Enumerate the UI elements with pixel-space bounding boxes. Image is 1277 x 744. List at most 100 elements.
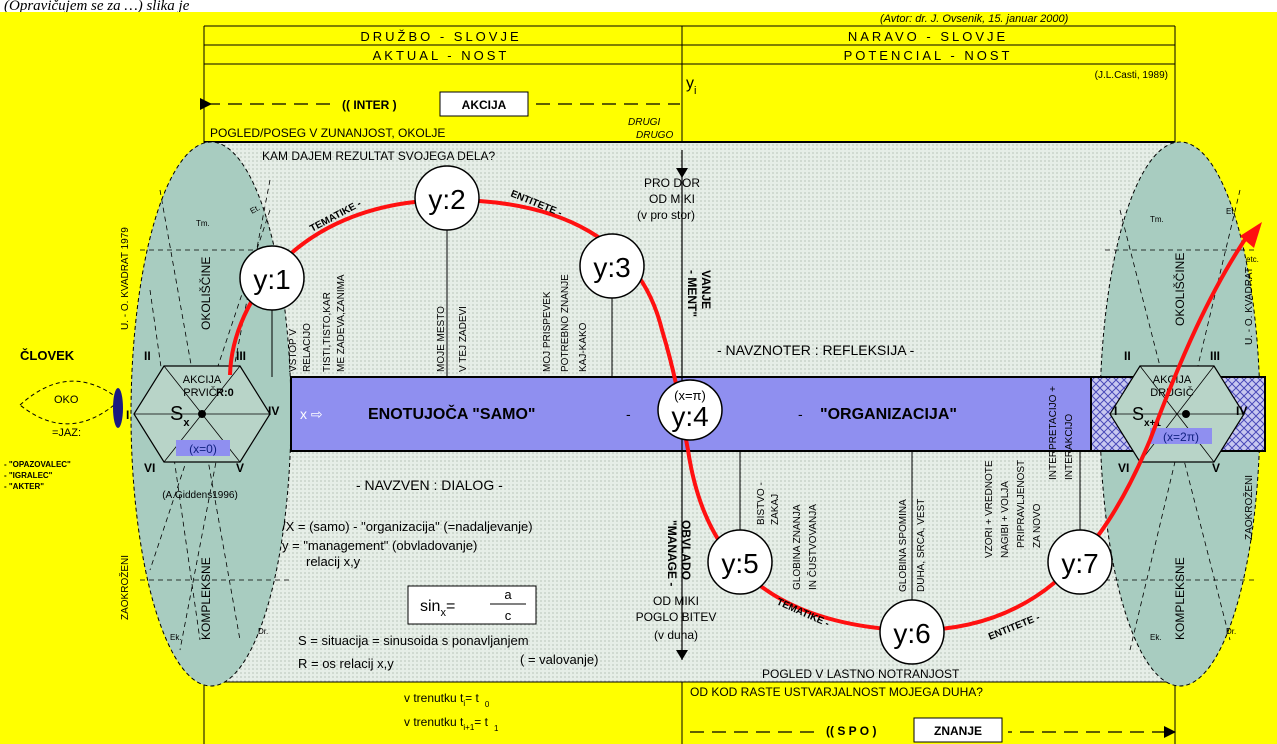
- sinusoid-arrowhead: [1240, 222, 1262, 248]
- vzori-line2: NAGIBI + VOLJA: [1000, 481, 1011, 558]
- tisti-line1: TISTI,TISTO,KAR: [322, 292, 333, 372]
- right-roman-IV: IV: [1236, 404, 1247, 418]
- right-roman-III: III: [1210, 349, 1220, 363]
- node-y7: y:7: [1047, 529, 1113, 595]
- svg-text:y:5: y:5: [721, 548, 758, 579]
- left-tm: Tm.: [196, 219, 210, 228]
- left-roman-I: I: [126, 408, 129, 422]
- navzven-label: - NAVZVEN : DIALOG -: [356, 477, 503, 493]
- header-naravo: NARAVO - SLOVJE: [848, 29, 1008, 44]
- svg-text:y:6: y:6: [893, 618, 930, 649]
- s-definition: S = situacija = sinusoida s ponavljanjem: [298, 633, 529, 648]
- right-s: Sx+1: [1132, 404, 1161, 429]
- obvlado-line: OBVLADO: [679, 520, 693, 580]
- left-roman-VI: VI: [144, 461, 155, 475]
- mesto-line2: V TEJ ZADEVI: [458, 306, 469, 372]
- spomin-line1: GLOBINA SPOMINA: [898, 499, 909, 592]
- inter-label: (( INTER ): [342, 98, 397, 112]
- header-potencial: POTENCIAL - NOST: [844, 48, 1013, 63]
- sin-formula-box: [407, 585, 537, 625]
- od-kod: OD KOD RASTE USTVARJALNOST MOJEGA DUHA?: [690, 685, 983, 699]
- formula-line3: relacij x,y: [306, 554, 361, 569]
- akcija-box-label: AKCIJA: [462, 98, 507, 112]
- vanje-line: VANJE: [699, 270, 713, 309]
- akcija-box: [439, 91, 529, 117]
- right-roman-V: V: [1212, 461, 1220, 475]
- right-ek: Ek.: [1150, 633, 1162, 642]
- svg-text:y:1: y:1: [253, 264, 290, 295]
- node-y2: y:2: [414, 165, 480, 231]
- prispevek-line2: POTREBNO ZNANJE: [560, 274, 571, 372]
- bistvo-line4: IN ČUSTVOVANJA: [806, 504, 819, 590]
- node-connectors: [271, 230, 1081, 600]
- spo-label: (( S P O ): [826, 724, 876, 738]
- drugi-label: DRUGI: [628, 117, 660, 128]
- giddens-ref: (A.Giddens1996): [162, 490, 238, 501]
- left-s: Sx: [170, 403, 190, 429]
- vzori-line4: ZA NOVO: [1032, 503, 1043, 548]
- right-dr: Dr.: [1226, 627, 1236, 636]
- node-y4: y:4 (x=π): [657, 379, 723, 441]
- svg-text:y:3: y:3: [593, 252, 630, 283]
- kam-dajem: KAM DAJEM REZULTAT SVOJEGA DELA?: [262, 149, 495, 163]
- role-opazovalec: - "OPAZOVALEC": [4, 460, 71, 469]
- right-x2pi: (x=2π): [1163, 430, 1199, 444]
- vstop-line2: RELACIJO: [302, 323, 313, 372]
- prodor-line3: (v pro stor): [637, 208, 695, 222]
- top-caption: (Opravičujem se za …) slika je: [4, 0, 190, 14]
- drugo-label: DRUGO: [636, 130, 673, 141]
- navznoter-label: - NAVZNOTER : REFLEKSIJA -: [717, 342, 915, 358]
- left-center-dot: [198, 410, 206, 418]
- header-aktual: AKTUAL - NOST: [373, 48, 510, 63]
- right-drugic: DRUGIČ: [1150, 386, 1193, 399]
- left-roman-V: V: [236, 461, 244, 475]
- band-dash2: -: [798, 406, 803, 422]
- poglobitev-line3: (v duha): [654, 628, 698, 642]
- right-tm: Tm.: [1150, 215, 1164, 224]
- vstop-line1: VSTOP V: [288, 329, 299, 372]
- formula-line1: /X = (samo) - "organizacija" (=nadaljeva…: [282, 519, 533, 534]
- header-druzbo: DRUŽBO - SLOVJE: [360, 29, 521, 44]
- left-ek: Ek.: [170, 633, 182, 642]
- node-y5: y:5: [707, 529, 773, 595]
- left-et: Et.: [249, 203, 262, 216]
- left-r0: R:0: [216, 387, 234, 399]
- casti-reference: (J.L.Casti, 1989): [1095, 70, 1168, 81]
- eye-icon: [19, 380, 121, 425]
- znanje-box-label: ZNANJE: [934, 724, 982, 738]
- left-roman-III: III: [236, 349, 246, 363]
- okoliscine-right: OKOLIŠČINE: [1172, 253, 1187, 326]
- left-prvic: PRVIČ: [183, 386, 216, 399]
- right-roman-I: I: [1114, 404, 1117, 418]
- pogled-bottom: POGLED V LASTNO NOTRANJOST: [762, 667, 960, 681]
- prispevek-line3: KAJ-KAKO: [578, 322, 589, 372]
- clovek-label: ČLOVEK: [20, 348, 75, 363]
- sin-numerator: a: [504, 587, 512, 602]
- kompleksne-right: KOMPLEKSNE: [1173, 557, 1187, 640]
- svg-text:y:4: y:4: [671, 401, 708, 432]
- oko-label: OKO: [54, 394, 79, 406]
- poglobitev-line2: POGLO BITEV: [636, 610, 717, 624]
- jaz-label: =JAZ:: [52, 427, 81, 439]
- author-note: (Avtor: dr. J. Ovsenik, 15. januar 2000): [880, 13, 1069, 25]
- band-dash1: -: [626, 406, 631, 422]
- vzori-line1: VZORI + VREDNOTE: [984, 460, 995, 558]
- band-x-arrow: x ⇨: [300, 406, 323, 422]
- pogled-top: POGLED/POSEG V ZUNANJOST, OKOLJE: [210, 126, 445, 140]
- yi-label: yi: [686, 75, 696, 97]
- left-roman-IV: IV: [268, 404, 279, 418]
- zaokrozeni-right: ZAOKROŽENI: [1242, 475, 1255, 540]
- right-center-dot: [1182, 410, 1190, 418]
- vzori-line3: PRIPRAVLJENOST: [1016, 460, 1027, 548]
- prodor-line2: OD MIKI: [649, 192, 695, 206]
- svg-text:y:2: y:2: [428, 184, 465, 215]
- pupil-icon: [113, 388, 123, 428]
- role-igralec: - "IGRALEC": [4, 471, 53, 480]
- right-etc: etc.: [1246, 255, 1259, 264]
- prispevek-line1: MOJ PRISPEVEK: [542, 291, 553, 372]
- interpretacijo-line1: INTERPRETACIJO +: [1048, 386, 1059, 480]
- ment-line: - MENT": [685, 270, 699, 317]
